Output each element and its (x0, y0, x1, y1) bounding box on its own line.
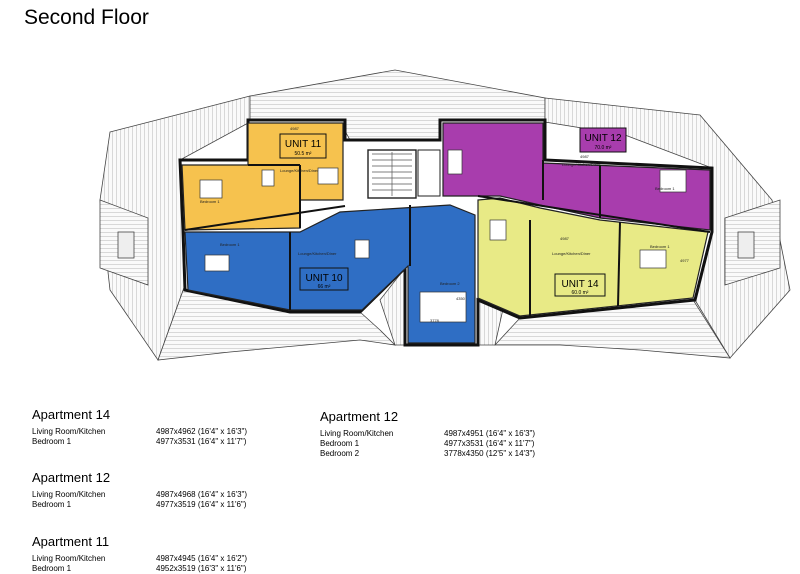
apartment-title: Apartment 11 (32, 534, 110, 549)
dimension-label: 4987 (580, 154, 590, 159)
page-title: Second Floor (24, 6, 149, 29)
internal-walls (184, 160, 711, 316)
room-name: Bedroom 1 (32, 500, 72, 509)
svg-text:UNIT 12: UNIT 12 (584, 133, 621, 144)
room-name: Living Room/Kitchen (32, 490, 106, 499)
room-size: 4987x4945 (16'4" x 16'2") (156, 554, 248, 563)
svg-text:UNIT 14: UNIT 14 (561, 279, 598, 290)
dimension-label: 4350 (456, 296, 466, 301)
room-label: Bedroom 1 (650, 244, 670, 249)
room-name: Bedroom 1 (32, 564, 72, 573)
room-size: 3778x4350 (12'5" x 14'3") (444, 449, 536, 458)
apartment-title: Apartment 12 (320, 409, 399, 424)
room-size: 4987x4951 (16'4" x 16'3") (444, 429, 536, 438)
room-name: Bedroom 2 (320, 449, 360, 458)
room-name: Living Room/Kitchen (32, 554, 106, 563)
apartment-title: Apartment 14 (32, 407, 111, 422)
dimension-label: 4977 (680, 258, 690, 263)
apartment-12-schedule: Apartment 12 Living Room/Kitchen 4987x496… (32, 470, 247, 510)
room-name: Bedroom 1 (32, 437, 72, 446)
apartment-title: Apartment 12 (32, 470, 111, 485)
svg-text:UNIT 10: UNIT 10 (305, 273, 342, 284)
room-size: 4977x3519 (16'4" x 11'6") (156, 500, 247, 509)
room-label: Lounge/Kitchen/Diner (298, 251, 337, 256)
room-size: 4987x4968 (16'4" x 16'3") (156, 490, 248, 499)
svg-text:70.0 m²: 70.0 m² (595, 145, 612, 151)
room-label: Bedroom 1 (200, 199, 220, 204)
svg-text:UNIT 11: UNIT 11 (285, 139, 322, 150)
apartment-11-schedule: Apartment 11 Living Room/Kitchen 4987x494… (32, 534, 247, 574)
svg-text:50.5 m²: 50.5 m² (295, 151, 312, 157)
room-label: 4987 (560, 236, 570, 241)
dormer-right (724, 199, 781, 286)
room-label: Bedroom 1 (655, 186, 675, 191)
room-label: Lounge/Kitchen/Diner (562, 162, 601, 167)
dimension-label: 3778 (430, 318, 440, 323)
room-label: Lounge/Kitchen/Diner (280, 168, 319, 173)
unit-11-label: UNIT 11 50.5 m² (279, 133, 327, 159)
room-size: 4977x3531 (16'4" x 11'7") (156, 437, 247, 446)
svg-text:66 m²: 66 m² (318, 284, 331, 290)
room-label: Bedroom 1 (220, 242, 240, 247)
fixtures (199, 149, 687, 323)
room-size: 4977x3531 (16'4" x 11'7") (444, 439, 535, 448)
room-name: Bedroom 1 (320, 439, 360, 448)
unit-12-label: UNIT 12 70.0 m² (579, 127, 627, 153)
room-name: Living Room/Kitchen (320, 429, 394, 438)
apartment-14-schedule: Apartment 14 Living Room/Kitchen 4987x496… (32, 407, 247, 447)
unit-10-label: UNIT 10 66 m² (299, 267, 349, 291)
room-label: Lounge/Kitchen/Diner (552, 251, 591, 256)
room-size: 4952x3519 (16'3" x 11'6") (156, 564, 247, 573)
stair-core (367, 149, 441, 199)
unit-14-label: UNIT 14 60.0 m² (554, 273, 606, 297)
room-label: Bedroom 2 (440, 281, 460, 286)
room-label: 4987 (290, 126, 300, 131)
dormer-left (99, 199, 149, 286)
room-size: 4987x4962 (16'4" x 16'3") (156, 427, 248, 436)
apartment-12-right-schedule: Apartment 12 Living Room/Kitchen 4987x495… (320, 409, 535, 459)
floor-plan: UNIT 11 50.5 m² UNIT 12 70.0 m² UNIT 10 … (99, 69, 791, 361)
room-name: Living Room/Kitchen (32, 427, 106, 436)
svg-text:60.0 m²: 60.0 m² (572, 290, 589, 296)
